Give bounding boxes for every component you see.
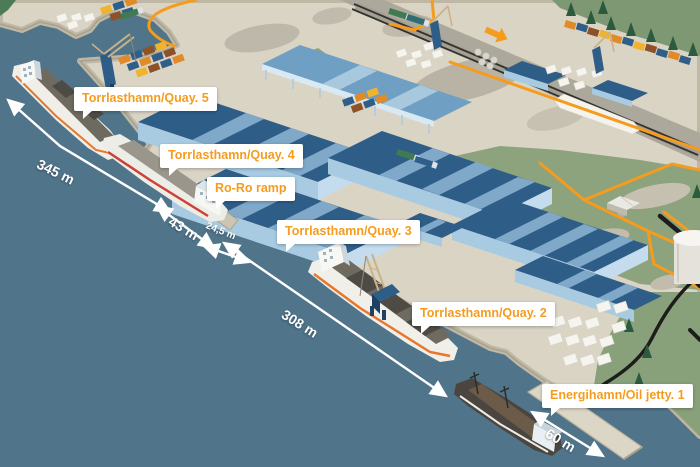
measure-arrows bbox=[6, 98, 606, 458]
label-oil-jetty: Energihamn/Oil jetty. 1 bbox=[542, 384, 693, 415]
small-warehouses bbox=[504, 61, 648, 107]
cylinder-stock bbox=[474, 48, 498, 70]
field-building bbox=[607, 195, 640, 216]
arrow-60m bbox=[529, 410, 606, 458]
label-quay5: Torrlasthamn/Quay. 5 bbox=[74, 87, 217, 118]
label-quay3: Torrlasthamn/Quay. 3 bbox=[277, 220, 420, 251]
harbor-crane-quay5 bbox=[91, 33, 137, 96]
orange-arrow-icon bbox=[484, 26, 508, 43]
harbor-crane-top-center bbox=[430, 5, 453, 50]
open-shed bbox=[262, 45, 472, 134]
arrow-308m bbox=[222, 241, 448, 398]
storage-tank-icon bbox=[673, 230, 700, 284]
label-quay2: Torrlasthamn/Quay. 2 bbox=[412, 302, 555, 333]
corner-green bbox=[0, 0, 16, 16]
forest-strip bbox=[552, 0, 700, 56]
container-cluster-rail bbox=[342, 87, 388, 113]
paper-bales bbox=[55, 12, 629, 367]
warehouse-quay3-upper bbox=[328, 131, 552, 231]
container-row-top-right bbox=[563, 20, 692, 65]
harbor-crane-top-right bbox=[592, 31, 615, 74]
label-roro-ramp: Ro-Ro ramp bbox=[207, 177, 295, 208]
orange-boundary-right bbox=[662, 210, 692, 234]
arrow-43m bbox=[155, 204, 216, 250]
label-quay4: Torrlasthamn/Quay. 4 bbox=[160, 144, 303, 175]
arrow-345m bbox=[6, 98, 173, 214]
container-yard-quay5 bbox=[118, 40, 185, 78]
trucks bbox=[120, 6, 438, 169]
